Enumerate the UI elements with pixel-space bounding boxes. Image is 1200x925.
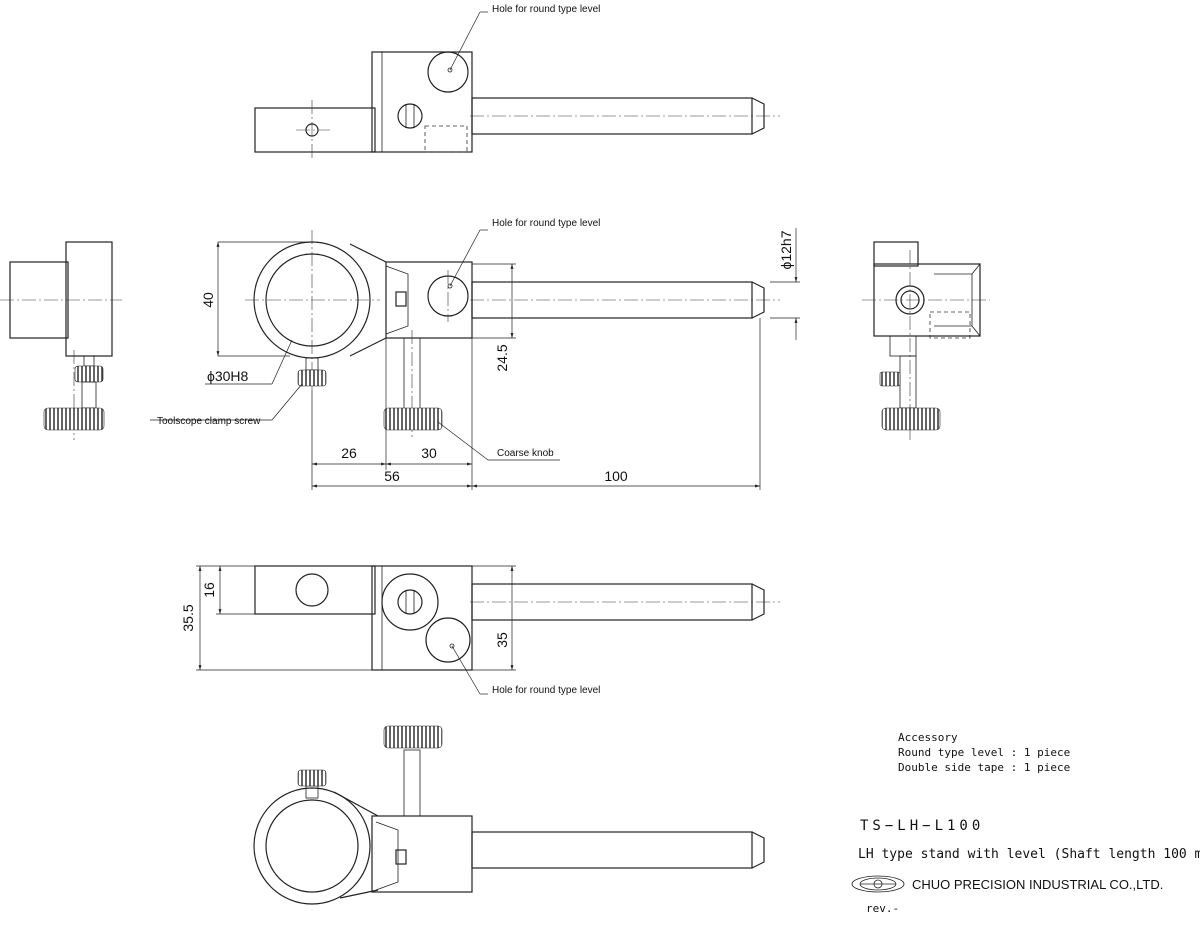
hole-label-front: Hole for round type level [492,218,600,229]
product-description: LH type stand with level (Shaft length 1… [858,847,1200,862]
phi12-label: ϕ12h7 [778,230,794,269]
dim-30: 30 [421,445,437,461]
title-block: TS−LH−L100 LH type stand with level (Sha… [851,818,1200,915]
right-side-view [862,241,990,440]
company-name: CHUO PRECISION INDUSTRIAL CO.,LTD. [912,877,1163,892]
part-number: TS−LH−L100 [860,818,984,834]
accessory-line-2: Double side tape : 1 piece [898,761,1070,774]
perspective-view [253,725,765,905]
hole-label-top: Hole for round type level [492,4,600,15]
accessory-heading: Accessory [898,731,958,744]
coarse-knob-label: Coarse knob [497,448,554,459]
top-view: Hole for round type level [254,4,780,160]
dim-35-5: 35.5 [180,604,196,631]
dim-24-5: 24.5 [494,344,510,371]
dim-40: 40 [200,292,216,308]
dim-26: 26 [341,445,357,461]
company-logo [851,875,905,893]
hole-label-bottom: Hole for round type level [492,685,600,696]
clamp-screw-label: Toolscope clamp screw [157,416,261,427]
front-view: 40 ϕ30H8 Toolscope clamp screw Coarse kn… [150,218,800,490]
left-side-view [0,241,122,440]
accessory-line-1: Round type level : 1 piece [898,746,1070,759]
dim-56: 56 [384,468,400,484]
revision: rev.- [866,902,899,915]
phi30-label: ϕ30H8 [207,368,249,384]
dim-16: 16 [201,582,217,598]
dim-35: 35 [494,632,510,648]
dim-100: 100 [604,468,628,484]
accessory-note: Accessory Round type level : 1 piece Dou… [898,731,1070,774]
bottom-view: 16 35.5 35 Hole for round type level [180,565,780,696]
